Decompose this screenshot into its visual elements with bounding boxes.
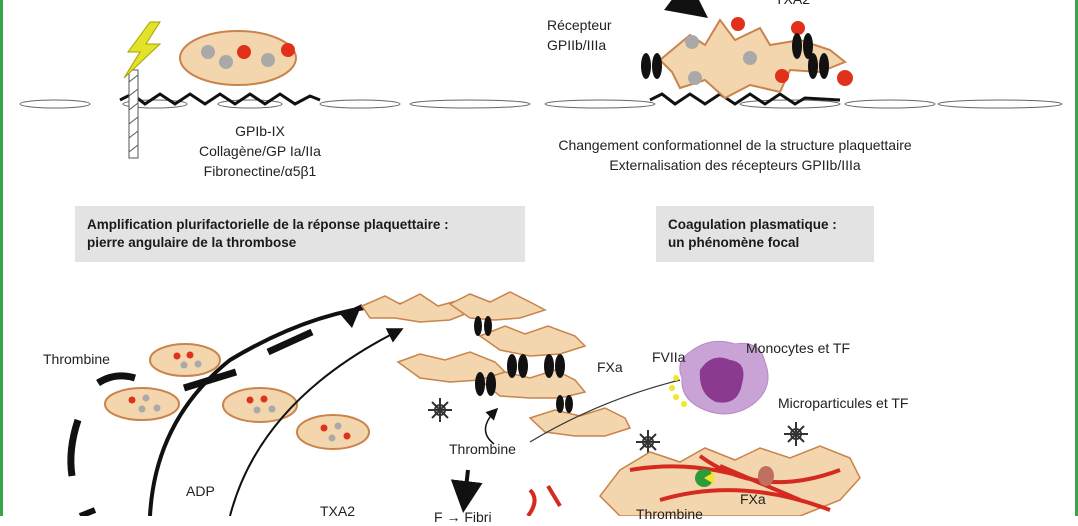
lightning-icon [123,21,162,79]
resting-platelets [104,343,370,450]
label-thrombine-left: Thrombine [43,351,110,367]
box-coagulation: Coagulation plasmatique : un phénomène f… [656,206,874,262]
activated-platelet [658,17,853,100]
vessel-wall-right [544,92,1063,109]
label-thrombine-mid: Thrombine [449,441,516,457]
label-monocytes: Monocytes et TF [746,340,851,356]
label-txa2-bottom: TXA2 [320,503,356,519]
box-coagulation-line1: Coagulation plasmatique : [668,217,837,232]
monocyte [669,340,769,415]
label-thrombine-bottom: Thrombine [636,506,703,522]
label-fibrin-partial: F → Fibri [434,509,492,525]
box-coagulation-line2: un phénomène focal [668,235,800,250]
star-icon-2 [636,430,660,454]
label-collagene: Collagène/GP Ia/IIa [199,143,321,159]
fviia-link-arrow [529,379,681,443]
label-externalisation: Externalisation des récepteurs GPIIb/III… [609,157,861,173]
label-fibronectine: Fibronectine/α5β1 [203,163,317,179]
star-icon-3 [784,422,808,446]
label-recepteur-1: Récepteur [547,17,612,33]
arrow-icon [664,0,708,18]
clot-receptors [695,466,774,487]
label-fxa-bottom: FXa [740,491,766,507]
label-recepteur-2: GPIIb/IIIa [547,37,607,53]
vessel-wall-left [19,92,531,109]
label-txa2-top: TXA2 [775,0,810,8]
label-fxa-mid: FXa [597,359,623,375]
label-adp: ADP [186,483,215,499]
box-amplification-line2: pierre angulaire de la thrombose [87,235,297,250]
label-microparticules: Microparticules et TF [778,395,909,411]
down-arrow [450,469,483,513]
thrombine-feedback-arrow [484,407,499,445]
label-changement: Changement conformationnel de la structu… [558,137,912,153]
gpiib-receptors-aggregate [474,316,573,413]
star-icon [428,398,452,422]
receptor-gpiib-icon [641,33,829,79]
box-amplification: Amplification plurifactorielle de la rép… [75,206,525,262]
adhering-platelet [179,30,297,86]
label-gpib: GPIb-IX [235,123,285,139]
receptor-post-icon [128,69,139,159]
aggregated-platelets [360,291,632,437]
box-amplification-line1: Amplification plurifactorielle de la rép… [87,217,449,232]
label-fviia: FVIIa [652,349,686,365]
